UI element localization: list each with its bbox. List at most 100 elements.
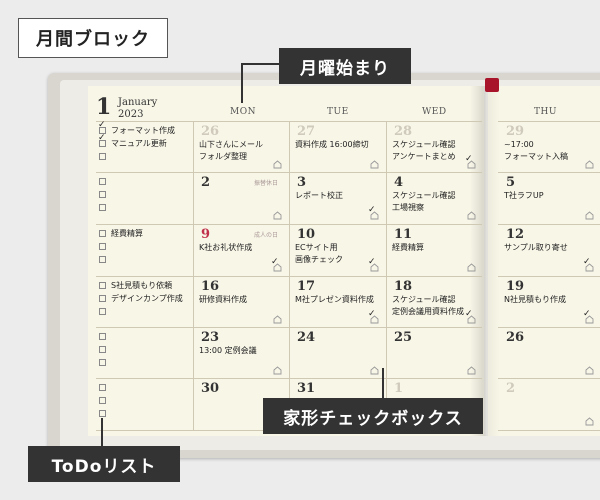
check-mark-icon: ✓	[583, 257, 591, 267]
year: 2023	[118, 109, 144, 120]
grid-line	[386, 121, 387, 430]
day-number: 27	[297, 124, 316, 139]
callout-todo: ToDoリスト	[28, 446, 180, 482]
todo-checkbox[interactable]	[99, 295, 106, 302]
day-number: 17	[297, 279, 316, 294]
todo-item-text: フォーマット作成	[111, 126, 175, 135]
day-header-wed: WED	[422, 107, 447, 117]
schedule-entry: K社お礼状作成	[199, 243, 253, 252]
grid-line	[498, 378, 600, 379]
schedule-entry: N社見積もり作成	[504, 295, 566, 304]
todo-checkbox[interactable]	[99, 397, 106, 404]
house-checkbox-icon[interactable]	[467, 211, 476, 220]
day-number: 26	[201, 124, 220, 139]
todo-checkbox[interactable]	[99, 204, 106, 211]
schedule-entry: ECサイト用	[295, 243, 338, 252]
day-number: 24	[297, 330, 316, 345]
house-checkbox-icon[interactable]	[585, 417, 594, 426]
schedule-entry: スケジュール確認	[392, 295, 456, 304]
check-mark-icon: ✓	[368, 205, 376, 215]
grid-line	[498, 276, 600, 277]
grid-line	[193, 121, 194, 430]
house-checkbox-icon[interactable]	[370, 366, 379, 375]
todo-item-text: 経費精算	[111, 229, 143, 238]
house-checkbox-icon[interactable]	[273, 160, 282, 169]
house-checkbox-icon[interactable]	[273, 263, 282, 272]
callout-month-start: 月曜始まり	[279, 48, 411, 84]
day-number: 16	[201, 279, 220, 294]
grid-line	[498, 121, 600, 122]
left-page	[88, 86, 484, 436]
todo-checkbox[interactable]	[99, 384, 106, 391]
todo-checkbox[interactable]	[99, 140, 106, 147]
grid-line	[289, 121, 290, 430]
house-checkbox-icon[interactable]	[370, 263, 379, 272]
schedule-entry: ~17:00	[504, 140, 534, 149]
leader-line	[101, 418, 103, 448]
house-checkbox-icon[interactable]	[585, 160, 594, 169]
schedule-entry: レポート校正	[295, 191, 343, 200]
day-number: 1	[394, 381, 404, 396]
grid-line	[498, 224, 600, 225]
grid-line	[498, 327, 600, 328]
check-mark-icon: ✓	[98, 133, 106, 143]
grid-line	[498, 172, 600, 173]
holiday-label: 振替休日	[254, 180, 279, 187]
house-checkbox-icon[interactable]	[585, 315, 594, 324]
todo-checkbox[interactable]	[99, 346, 106, 353]
month-number: 1	[96, 94, 112, 120]
house-checkbox-icon[interactable]	[273, 211, 282, 220]
todo-checkbox[interactable]	[99, 333, 106, 340]
schedule-entry: M社プレゼン資料作成	[295, 295, 374, 304]
todo-checkbox[interactable]	[99, 178, 106, 185]
house-checkbox-icon[interactable]	[370, 211, 379, 220]
todo-item-text: S社見積もり依頼	[111, 281, 173, 290]
house-checkbox-icon[interactable]	[467, 263, 476, 272]
check-mark-icon: ✓	[583, 309, 591, 319]
callout-checkbox: 家形チェックボックス	[263, 398, 483, 434]
house-checkbox-icon[interactable]	[467, 160, 476, 169]
todo-item-text: マニュアル更新	[111, 139, 167, 148]
check-mark-icon: ✓	[271, 257, 279, 267]
day-number: 4	[394, 175, 404, 190]
day-header-thu: THU	[534, 107, 557, 117]
todo-checkbox[interactable]	[99, 410, 106, 417]
todo-checkbox[interactable]	[99, 256, 106, 263]
house-checkbox-icon[interactable]	[370, 315, 379, 324]
house-checkbox-icon[interactable]	[585, 211, 594, 220]
house-checkbox-icon[interactable]	[273, 315, 282, 324]
day-number: 3	[297, 175, 307, 190]
todo-checkbox[interactable]	[99, 243, 106, 250]
todo-checkbox[interactable]	[99, 359, 106, 366]
house-checkbox-icon[interactable]	[585, 366, 594, 375]
todo-checkbox[interactable]	[99, 282, 106, 289]
house-checkbox-icon[interactable]	[467, 366, 476, 375]
schedule-entry: 工場視察	[392, 203, 424, 212]
house-checkbox-icon[interactable]	[467, 315, 476, 324]
day-number: 5	[506, 175, 516, 190]
day-number: 10	[297, 227, 316, 242]
todo-checkbox[interactable]	[99, 153, 106, 160]
todo-checkbox[interactable]	[99, 127, 106, 134]
day-number: 9	[201, 227, 211, 242]
day-number: 23	[201, 330, 220, 345]
day-number: 2	[506, 381, 516, 396]
holiday-label: 成人の日	[254, 232, 279, 239]
day-number: 29	[506, 124, 525, 139]
right-page	[488, 86, 600, 436]
day-number: 19	[506, 279, 525, 294]
house-checkbox-icon[interactable]	[273, 366, 282, 375]
todo-checkbox[interactable]	[99, 308, 106, 315]
house-checkbox-icon[interactable]	[585, 263, 594, 272]
schedule-entry: スケジュール確認	[392, 140, 456, 149]
day-number: 2	[201, 175, 211, 190]
todo-checkbox[interactable]	[99, 230, 106, 237]
house-checkbox-icon[interactable]	[370, 160, 379, 169]
day-number: 26	[506, 330, 525, 345]
check-mark-icon: ✓	[98, 120, 106, 130]
schedule-entry: サンプル取り寄せ	[504, 243, 568, 252]
todo-checkbox[interactable]	[99, 191, 106, 198]
leader-line	[382, 368, 384, 400]
page-title: 月間ブロック	[18, 18, 168, 58]
schedule-entry: 経費精算	[392, 243, 424, 252]
